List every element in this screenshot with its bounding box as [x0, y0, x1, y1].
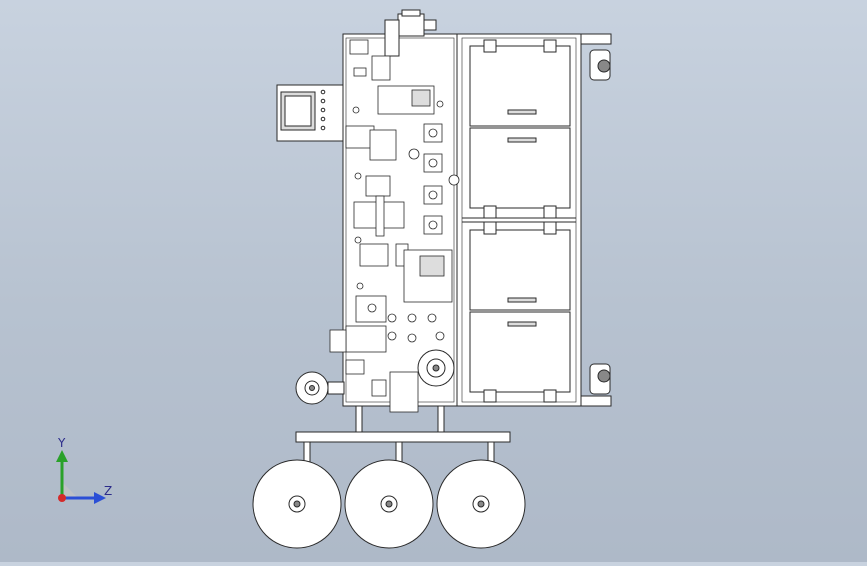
caster-bottom-right: [580, 363, 612, 407]
orientation-triad: Y Z: [40, 436, 120, 516]
panel-reel: [417, 349, 455, 387]
y-axis-label: Y: [58, 436, 66, 450]
panel-components: [329, 39, 460, 413]
material-roll-3: [436, 459, 526, 549]
material-roll-1: [252, 459, 342, 549]
side-reel: [295, 371, 345, 405]
cabinet-frame: [456, 33, 582, 407]
z-axis-label: Z: [104, 484, 113, 498]
top-cylinder: [384, 9, 437, 57]
caster-top-right: [580, 33, 612, 81]
material-roll-2: [344, 459, 434, 549]
hmi-panel[interactable]: [276, 84, 344, 142]
roller-bar: [295, 431, 511, 465]
